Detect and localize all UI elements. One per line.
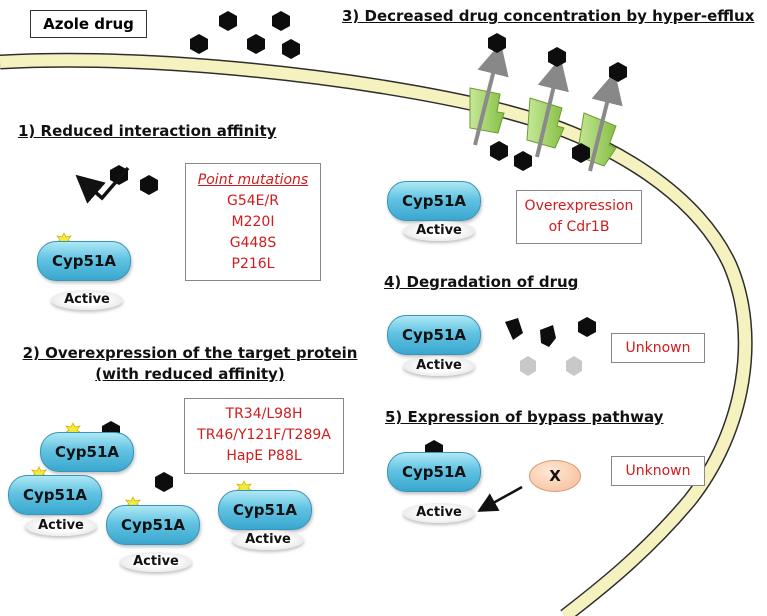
section-2-title: 2) Overexpression of the target protein … bbox=[12, 343, 368, 385]
cdr1b-box: Overexpression of Cdr1B bbox=[516, 190, 642, 244]
section-5-title: 5) Expression of bypass pathway bbox=[385, 408, 664, 426]
drug-molecules bbox=[102, 11, 627, 492]
mutation-line: G448S bbox=[229, 235, 277, 251]
active-label: Active bbox=[403, 356, 475, 376]
mutation-line: TR46/Y121F/T289A bbox=[197, 427, 331, 443]
cyp51a-protein: Cyp51A bbox=[106, 505, 200, 545]
cyp51a-protein: Cyp51A bbox=[218, 490, 312, 530]
bypass-arrow bbox=[477, 485, 523, 512]
point-mutations-box: Point mutations G54E/R M220I G448S P216L bbox=[185, 163, 321, 281]
active-label: Active bbox=[232, 530, 304, 550]
section-2-title-line2: (with reduced affinity) bbox=[95, 365, 285, 383]
section-2-title-line1: 2) Overexpression of the target protein bbox=[22, 344, 358, 362]
rejection-arrow bbox=[75, 166, 130, 204]
mutation-line: G54E/R bbox=[227, 193, 279, 209]
bypass-unknown-box: Unknown bbox=[611, 456, 705, 486]
azole-drug-legend: Azole drug bbox=[30, 10, 147, 38]
degradation-unknown-box: Unknown bbox=[611, 333, 705, 363]
mutation-line: P216L bbox=[231, 256, 275, 272]
cyp51a-protein: Cyp51A bbox=[387, 181, 481, 221]
efflux-arrows bbox=[473, 42, 623, 172]
overexpression-mutations-box: TR34/L98H TR46/Y121F/T289A HapE P88L bbox=[184, 398, 344, 474]
cyp51a-protein: Cyp51A bbox=[37, 241, 131, 281]
point-mutations-header: Point mutations bbox=[197, 172, 309, 188]
degraded-drug-fragments bbox=[505, 318, 582, 376]
active-label: Active bbox=[51, 290, 123, 310]
mutation-line: TR34/L98H bbox=[225, 406, 303, 422]
active-label: Active bbox=[25, 516, 97, 536]
active-label: Active bbox=[120, 552, 192, 572]
cdr1b-line: Overexpression bbox=[524, 198, 634, 214]
section-4-title: 4) Degradation of drug bbox=[384, 273, 579, 291]
section-3-title: 3) Decreased drug concentration by hyper… bbox=[342, 7, 755, 25]
cyp51a-protein: Cyp51A bbox=[387, 452, 481, 492]
mutation-line: HapE P88L bbox=[226, 448, 302, 464]
cyp51a-protein: Cyp51A bbox=[387, 315, 481, 355]
cell-membrane bbox=[0, 52, 753, 616]
mutation-line: M220I bbox=[231, 214, 275, 230]
cdr1b-line: of Cdr1B bbox=[548, 219, 610, 235]
section-1-title: 1) Reduced interaction affinity bbox=[18, 122, 277, 140]
cyp51a-protein: Cyp51A bbox=[40, 432, 134, 472]
cyp51a-protein: Cyp51A bbox=[8, 475, 102, 515]
active-label: Active bbox=[403, 221, 475, 241]
active-label: Active bbox=[403, 503, 475, 523]
bypass-x-node: X bbox=[529, 460, 581, 492]
